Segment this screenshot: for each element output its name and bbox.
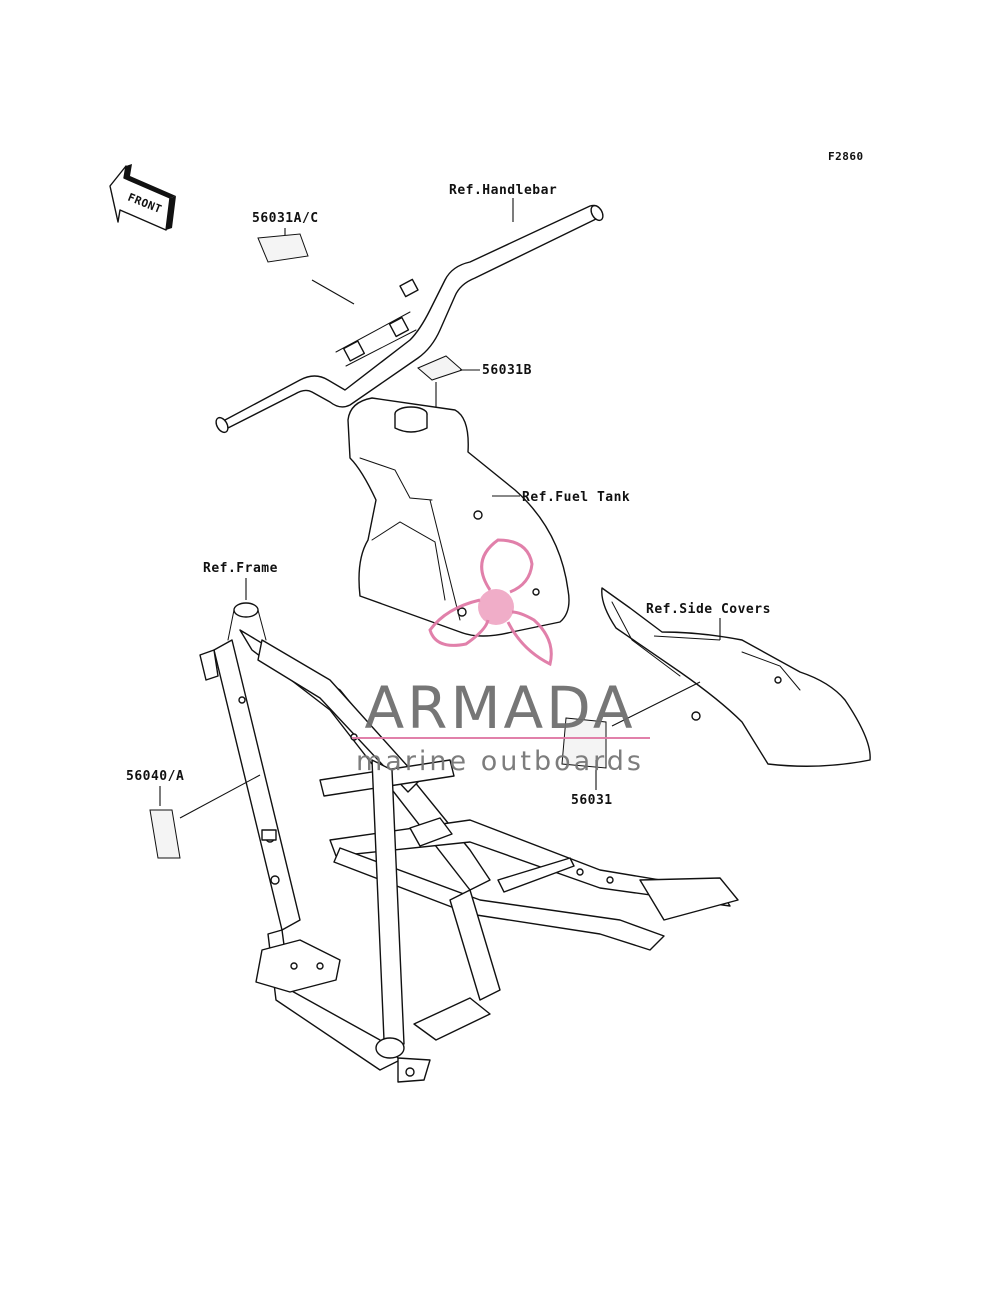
propeller-logo-icon <box>428 538 553 667</box>
side-cover <box>601 587 871 767</box>
label-ref-handlebar: Ref.Handlebar <box>449 183 557 198</box>
decal-56031ac <box>257 233 309 263</box>
decal-56040a <box>149 809 181 859</box>
front-arrow-icon: FRONT <box>109 164 176 231</box>
watermark-title: ARMADA <box>364 674 635 742</box>
frame <box>199 602 739 1083</box>
diagram-code: F2860 <box>828 150 864 163</box>
watermark: ARMADA marine outboards <box>352 538 650 777</box>
label-56040a: 56040/A <box>126 769 184 784</box>
fuel-tank <box>347 397 570 637</box>
handlebar <box>215 204 604 434</box>
decal-56031b <box>417 355 463 381</box>
label-ref-fuel-tank: Ref.Fuel Tank <box>522 490 630 505</box>
label-56031: 56031 <box>571 793 613 808</box>
label-ref-side-covers: Ref.Side Covers <box>646 602 771 617</box>
watermark-subtitle: marine outboards <box>356 746 644 777</box>
decal-56031 <box>561 717 607 769</box>
label-56031ac: 56031A/C <box>252 211 319 226</box>
label-ref-frame: Ref.Frame <box>203 561 278 576</box>
label-56031b: 56031B <box>482 363 532 378</box>
